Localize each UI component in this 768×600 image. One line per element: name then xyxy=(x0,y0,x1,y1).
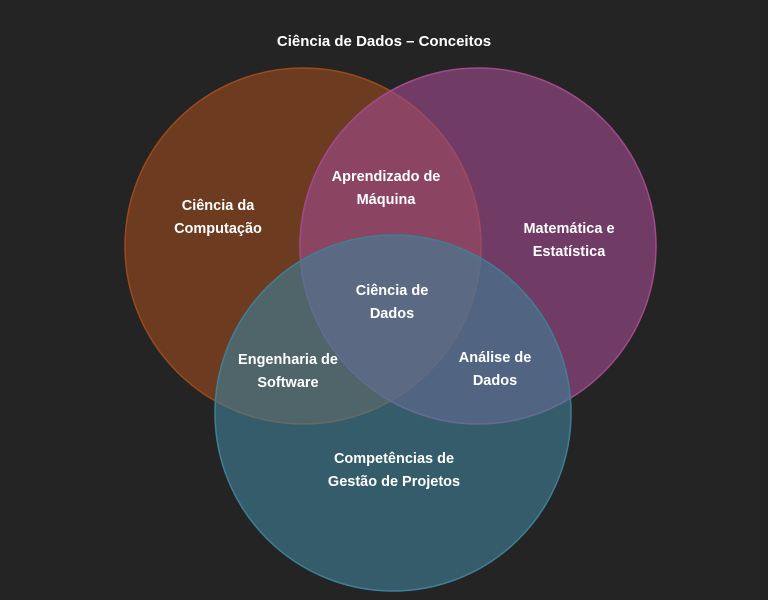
intersection-label-line: Aprendizado de xyxy=(331,169,441,185)
intersection-label-line: Engenharia de xyxy=(238,352,338,368)
intersection-label-line: Máquina xyxy=(356,192,416,208)
set-label-line: Matemática e xyxy=(523,221,615,237)
set-label-project-management: Competências de Gestão de Projetos xyxy=(328,448,460,494)
intersection-label-software-engineering: Engenharia de Software xyxy=(238,349,338,395)
set-label-computer-science: Ciência da Computação xyxy=(174,195,262,241)
intersection-label-line: Ciência de xyxy=(355,283,429,299)
diagram-title: Ciência de Dados – Conceitos xyxy=(276,33,492,50)
intersection-label-line: Dados xyxy=(472,373,518,389)
set-label-line: Computação xyxy=(174,221,262,237)
intersection-label-line: Dados xyxy=(369,306,415,322)
intersection-label-data-analysis: Análise de Dados xyxy=(459,347,532,393)
set-label-line: Estatística xyxy=(532,244,606,260)
set-label-line: Ciência da xyxy=(181,198,255,214)
intersection-label-line: Análise de xyxy=(458,350,532,366)
circle-project-management xyxy=(214,234,572,592)
intersection-label-line: Software xyxy=(257,375,319,391)
set-label-math-statistics: Matemática e Estatística xyxy=(523,218,614,264)
intersection-label-machine-learning: Aprendizado de Máquina xyxy=(332,166,441,212)
set-label-line: Competências de xyxy=(333,451,455,467)
intersection-label-data-science: Ciência de Dados xyxy=(356,280,429,326)
set-label-line: Gestão de Projetos xyxy=(327,474,461,490)
